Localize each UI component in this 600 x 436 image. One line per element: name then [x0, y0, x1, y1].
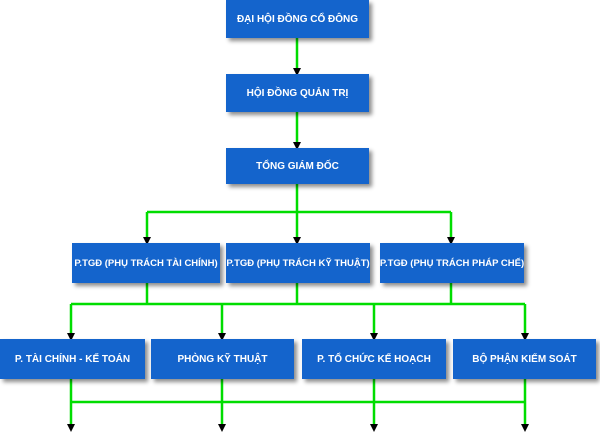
node-ceo: TỔNG GIÁM ĐỐC	[226, 148, 369, 184]
node-dept-finance: P. TÀI CHÍNH - KẾ TOÁN	[0, 339, 145, 379]
node-deputy-finance: P.TGĐ (PHỤ TRÁCH TÀI CHÍNH)	[72, 243, 220, 283]
node-deputy-legal: P.TGĐ (PHỤ TRÁCH PHÁP CHẾ)	[380, 243, 524, 283]
node-deputy-tech: P.TGĐ (PHỤ TRÁCH KỸ THUẬT)	[226, 243, 370, 283]
node-dept-tech: PHÒNG KỸ THUẬT	[151, 339, 294, 379]
node-dept-org: P. TỔ CHỨC KẾ HOẠCH	[302, 339, 446, 379]
node-dept-control: BỘ PHẬN KIỂM SOÁT	[453, 339, 596, 379]
node-board: HỘI ĐỒNG QUẢN TRỊ	[226, 74, 369, 112]
node-shareholders: ĐẠI HỘI ĐỒNG CỔ ĐÔNG	[226, 0, 369, 38]
